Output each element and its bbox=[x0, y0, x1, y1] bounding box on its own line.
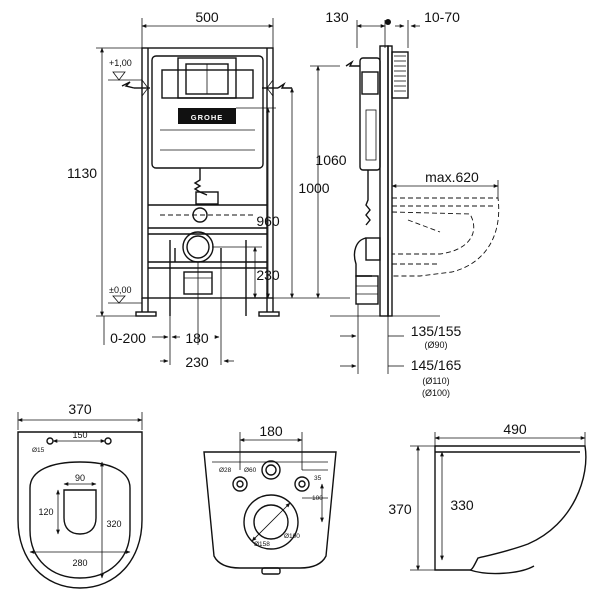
spacing-230-label: 230 bbox=[185, 354, 209, 370]
bolt-hole-back-right bbox=[294, 476, 310, 492]
width-label: 500 bbox=[195, 9, 219, 25]
water-inlet-side bbox=[345, 59, 360, 67]
inlet-hole bbox=[261, 460, 281, 480]
dia-28-label: Ø28 bbox=[219, 467, 232, 474]
flush-pipe-side bbox=[365, 170, 371, 226]
drain-1-diameter: (Ø90) bbox=[424, 340, 447, 350]
wall-bracket bbox=[391, 51, 409, 99]
dia-100-label: Ø100 bbox=[284, 533, 300, 540]
bowl-width-label: 370 bbox=[68, 401, 92, 417]
dim-100-label: 100 bbox=[312, 495, 323, 502]
cistern-side-inner bbox=[361, 71, 379, 95]
opening-width-label: 90 bbox=[75, 473, 85, 483]
frame-column bbox=[379, 45, 389, 317]
inlet-marker-left bbox=[141, 79, 149, 97]
drain-2-label: 145/165 bbox=[411, 357, 462, 373]
inner-width-label: 280 bbox=[72, 558, 87, 568]
bowl-height-label: 370 bbox=[388, 501, 412, 517]
back-outer bbox=[203, 451, 337, 569]
drain-socket-side bbox=[355, 275, 379, 305]
level-top-symbol bbox=[112, 71, 126, 81]
foot-right bbox=[258, 311, 280, 317]
brand-plate bbox=[178, 108, 236, 124]
drain-pipe-side bbox=[353, 237, 372, 277]
back-foot bbox=[261, 567, 281, 575]
drain-inner bbox=[186, 235, 210, 259]
height-label-1130: 1130 bbox=[67, 165, 97, 181]
bowl-inner-dashed bbox=[391, 211, 475, 255]
drain-height-label: 230 bbox=[256, 267, 280, 283]
flush-bend bbox=[195, 191, 219, 205]
flush-pipe bbox=[193, 168, 208, 196]
wall-bracket-hatch bbox=[394, 55, 406, 92]
center-mark bbox=[385, 19, 391, 25]
bowl-side-outer bbox=[434, 445, 587, 571]
bowl-flush-dashed bbox=[407, 219, 441, 233]
dim-35-label: 35 bbox=[314, 475, 322, 482]
foot-left bbox=[135, 311, 157, 317]
drain-2-diameter-b: (Ø100) bbox=[422, 388, 450, 398]
bolt-spacing-label: 150 bbox=[72, 430, 87, 440]
drain-1-label: 135/155 bbox=[411, 323, 462, 339]
back-spacing-label: 180 bbox=[259, 423, 283, 439]
bowl-top-view: 370 150 Ø15 90 120 320 280 bbox=[17, 401, 143, 589]
bowl-length-label: 490 bbox=[503, 421, 527, 437]
bolt-hole-back-left bbox=[232, 476, 248, 492]
side-view: 130 10-70 bbox=[325, 9, 500, 398]
cistern-valve bbox=[365, 109, 377, 161]
frame-outer bbox=[141, 47, 274, 299]
height-label-1060: 1060 bbox=[315, 152, 346, 168]
dia-158-label: Ø158 bbox=[254, 541, 270, 548]
bolt-hole-right bbox=[104, 437, 112, 445]
wall-label: 10-70 bbox=[424, 9, 460, 25]
inner-height-label: 320 bbox=[106, 519, 121, 529]
bolt-hole-inner bbox=[298, 480, 306, 488]
bowl-opening bbox=[63, 489, 97, 535]
bolt-hole-left bbox=[46, 437, 54, 445]
projection-label: max.620 bbox=[425, 169, 479, 185]
brand-logo: GROHE bbox=[191, 113, 224, 122]
drain-connector-side bbox=[365, 237, 381, 261]
cistern-side bbox=[359, 57, 381, 171]
inlet-hole-inner bbox=[265, 464, 277, 476]
bolt-hole-inner bbox=[236, 480, 244, 488]
drain-2-diameter-a: (Ø110) bbox=[422, 376, 449, 386]
level-bottom-label: ±0,00 bbox=[109, 285, 131, 295]
drain-dia-dimension bbox=[251, 502, 291, 542]
bowl-back-view: 180 Ø28 Ø60 35 100 Ø158 Ø100 bbox=[203, 423, 337, 575]
bowl-side-view: 490 370 330 bbox=[388, 421, 587, 575]
bolt-dia-label: Ø15 bbox=[32, 447, 45, 454]
front-view: 500 GROHE bbox=[67, 9, 350, 370]
spacing-180-label: 180 bbox=[185, 330, 209, 346]
level-bottom-symbol bbox=[112, 295, 126, 304]
water-inlet-right bbox=[277, 81, 292, 89]
dia-60-label: Ø60 bbox=[244, 467, 257, 474]
cistern bbox=[151, 55, 264, 169]
bowl-inner bbox=[29, 461, 131, 579]
level-top-label: +1,00 bbox=[109, 58, 132, 68]
bowl-outline-dashed bbox=[392, 197, 500, 277]
offset-label: 0-200 bbox=[110, 330, 146, 346]
bowl-outer bbox=[17, 431, 143, 589]
opening-height-label: 120 bbox=[38, 507, 53, 517]
drain-outer-back bbox=[243, 494, 299, 550]
flush-plate bbox=[177, 57, 237, 99]
height-label-960: 960 bbox=[256, 213, 280, 229]
inlet-marker-right bbox=[266, 79, 274, 97]
water-inlet-left bbox=[121, 81, 135, 89]
depth-label: 130 bbox=[325, 9, 349, 25]
bowl-inner-height-label: 330 bbox=[450, 497, 474, 513]
bowl-foot-side bbox=[469, 565, 535, 575]
height-label-1000: 1000 bbox=[298, 180, 329, 196]
